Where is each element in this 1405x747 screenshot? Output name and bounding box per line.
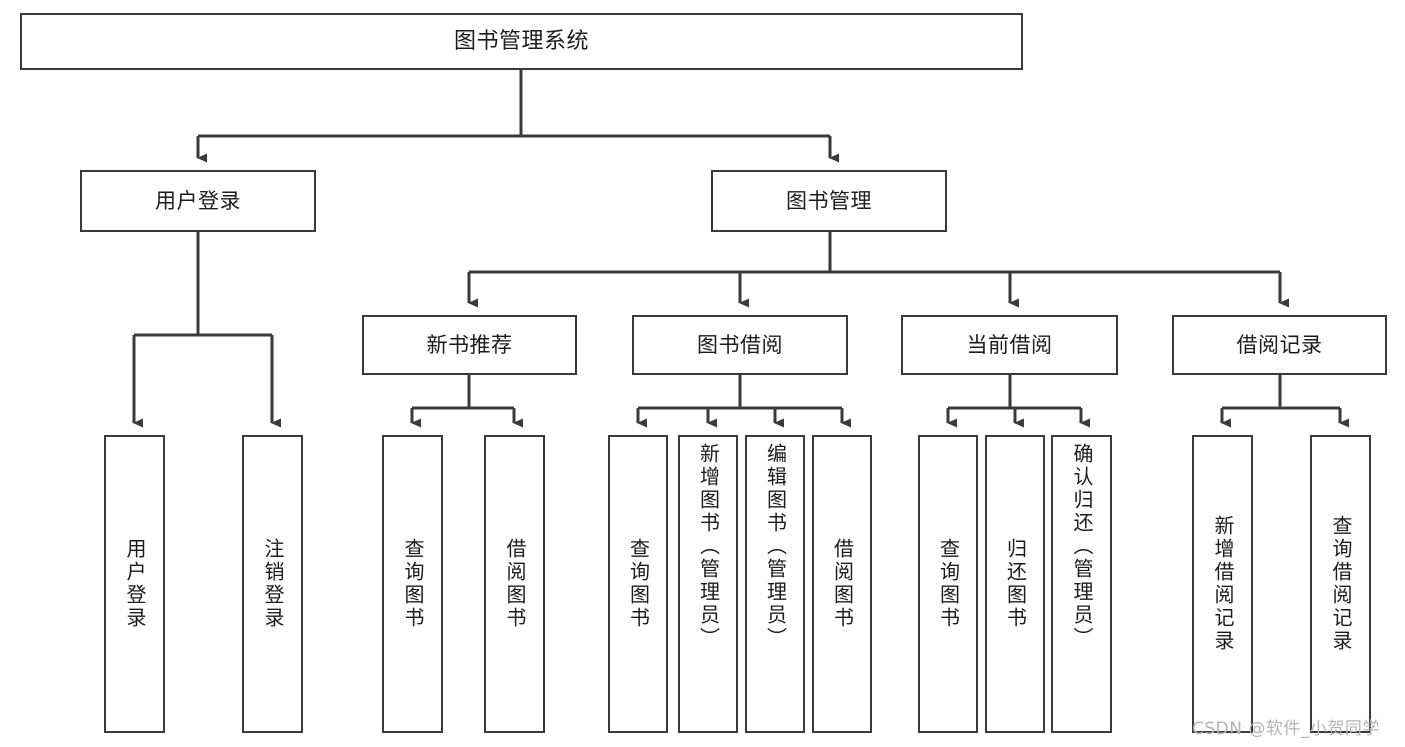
node-label: 借阅图书 [830,538,855,630]
node-label: 查询图书 [626,538,651,630]
node-label: 用户登录 [155,188,241,213]
node-leaf-query-borrow-record[interactable]: 查询借阅记录 [1310,435,1371,733]
node-label: 注销登录 [261,538,285,630]
node-leaf-query-book-1[interactable]: 查询图书 [382,435,443,733]
node-label: 查询图书 [936,538,961,630]
node-label: 查询借阅记录 [1329,515,1353,653]
node-leaf-add-borrow-record[interactable]: 新增借阅记录 [1192,435,1253,733]
node-book-borrowing[interactable]: 图书借阅 [632,315,848,375]
node-leaf-return-book[interactable]: 归还图书 [985,435,1045,733]
node-label: 用户登录 [123,538,147,630]
node-current-borrowing[interactable]: 当前借阅 [901,315,1118,375]
node-label: 编辑图书（管理员） [763,443,788,650]
node-label: 图书管理 [786,188,872,213]
node-leaf-borrow-book-2[interactable]: 借阅图书 [812,435,872,733]
node-leaf-add-book-admin[interactable]: 新增图书（管理员） [678,435,738,733]
node-leaf-query-book-2[interactable]: 查询图书 [608,435,668,733]
csdn-watermark: CSDN @软件_小贺同学 [1192,719,1380,739]
node-label: 图书借阅 [697,332,783,357]
node-user-login[interactable]: 用户登录 [80,170,316,232]
node-label: 当前借阅 [966,332,1053,357]
node-leaf-confirm-return-admin[interactable]: 确认归还（管理员） [1051,435,1112,733]
node-leaf-borrow-book-1[interactable]: 借阅图书 [484,435,545,733]
node-label: 借阅图书 [503,538,527,630]
node-label: 图书管理系统 [453,28,589,54]
node-leaf-user-logout[interactable]: 注销登录 [242,435,303,733]
node-new-book-recommendation[interactable]: 新书推荐 [362,315,577,375]
node-label: 新书推荐 [426,332,513,357]
node-borrowing-record[interactable]: 借阅记录 [1172,315,1387,375]
node-leaf-edit-book-admin[interactable]: 编辑图书（管理员） [745,435,805,733]
node-label: 归还图书 [1003,538,1028,630]
node-root-book-management-system[interactable]: 图书管理系统 [20,13,1023,70]
node-book-management[interactable]: 图书管理 [711,170,947,232]
node-leaf-user-login[interactable]: 用户登录 [104,435,165,733]
node-label: 新增图书（管理员） [696,443,721,650]
node-label: 借阅记录 [1236,332,1323,357]
node-label: 新增借阅记录 [1211,515,1235,653]
node-label: 查询图书 [401,538,425,630]
node-leaf-query-book-3[interactable]: 查询图书 [918,435,978,733]
node-label: 确认归还（管理员） [1070,443,1094,650]
